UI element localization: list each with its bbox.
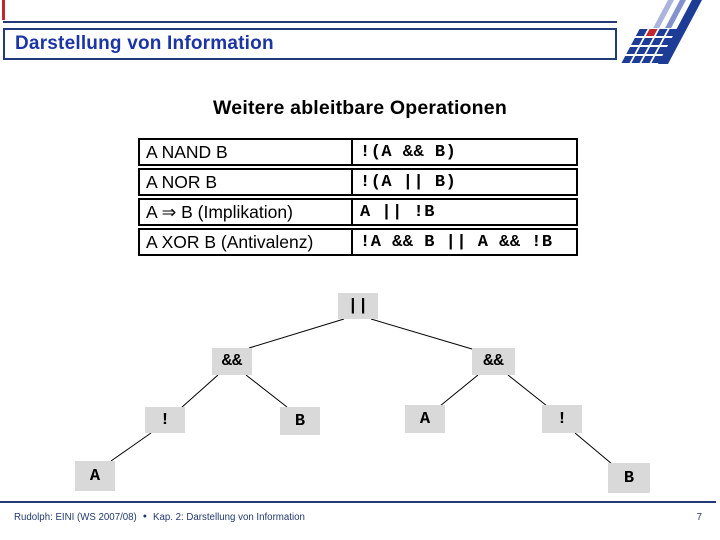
footer-separator-line [0, 501, 716, 503]
tree-edge [574, 432, 613, 465]
slide-title: Weitere ableitbare Operationen [213, 97, 507, 119]
header-banner: Darstellung von Information [3, 28, 617, 60]
operation-name-cell: A XOR B (Antivalenz) [140, 230, 353, 254]
operations-table: A NAND B !(A && B) A NOR B !(A || B) A ⇒… [138, 138, 578, 258]
table-row: A XOR B (Antivalenz) !A && B || A && !B [138, 228, 578, 256]
tree-node-a-mid: A [405, 405, 445, 433]
operation-name-cell: A NAND B [140, 140, 353, 164]
operation-expression-cell: A || !B [360, 202, 435, 222]
header-title: Darstellung von Information [15, 33, 274, 54]
tree-edge [180, 374, 219, 409]
tree-edge [370, 318, 473, 350]
red-accent-bar [2, 0, 5, 20]
operation-expression-cell: !(A || B) [360, 172, 457, 192]
footer: Rudolph: EINI (WS 2007/08) ● Kap. 2: Dar… [14, 512, 706, 523]
tree-edge [110, 432, 152, 462]
tree-node-not-left: ! [145, 407, 185, 433]
operation-name-cell: A NOR B [140, 170, 353, 194]
tree-node-b-leaf: B [608, 463, 650, 493]
footer-chapter: Kap. 2: Darstellung von Information [153, 512, 305, 523]
operation-name-cell: A ⇒ B (Implikation) [140, 200, 353, 224]
tree-node-and-right: && [472, 348, 515, 375]
table-row: A ⇒ B (Implikation) A || !B [138, 198, 578, 226]
footer-bullet-icon: ● [142, 513, 148, 520]
footer-course: Rudolph: EINI (WS 2007/08) [14, 512, 137, 523]
tree-edge [507, 374, 548, 407]
tree-edge [245, 374, 288, 408]
header-top-line [3, 21, 617, 23]
tree-node-not-right: ! [542, 405, 582, 433]
page-number: 7 [696, 512, 702, 523]
tree-node-a-leaf: A [75, 461, 115, 491]
table-row: A NOR B !(A || B) [138, 168, 578, 196]
tree-edge [439, 374, 479, 407]
tree-node-or-root: || [338, 293, 378, 319]
tree-node-b-mid: B [280, 407, 320, 435]
tree-node-and-left: && [212, 348, 252, 375]
operation-expression-cell: !(A && B) [360, 142, 457, 162]
operation-expression-cell: !A && B || A && !B [360, 232, 553, 252]
university-logo-icon [621, 0, 702, 64]
table-row: A NAND B !(A && B) [138, 138, 578, 166]
tree-edge [248, 318, 345, 349]
